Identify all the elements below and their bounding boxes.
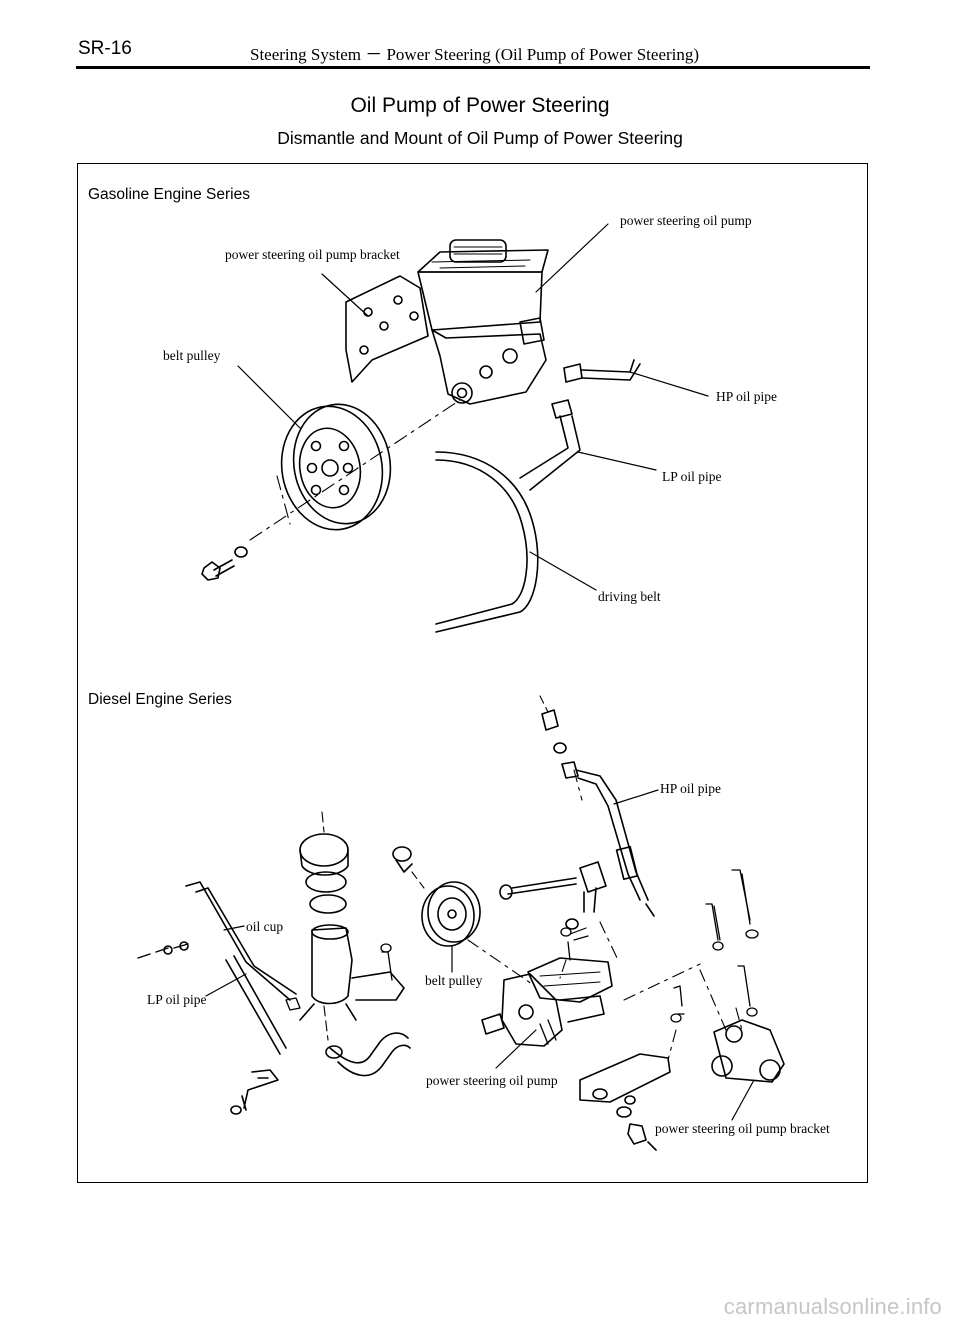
diesel-small-parts [285, 927, 572, 1011]
page-code: SR-16 [78, 38, 132, 59]
gasoline-assembly-centerlines [249, 399, 461, 541]
diesel-leader-lines [205, 789, 755, 1121]
gasoline-pump-bracket [345, 275, 429, 383]
gasoline-lp-pipe-callout: LP oil pipe [662, 469, 722, 484]
gasoline-belt-callout: driving belt [598, 589, 661, 604]
diesel-lp-oil-pipe [137, 881, 297, 1115]
diesel-assembly-centerlines [467, 769, 743, 1061]
diesel-lp-pipe-callout: LP oil pipe [147, 992, 207, 1007]
diesel-section-label: Diesel Engine Series [88, 691, 232, 708]
gasoline-pump-callout: power steering oil pump [620, 213, 752, 228]
diesel-pump-bracket [579, 1019, 785, 1103]
gasoline-driving-belt [435, 451, 539, 633]
diesel-bracket-bolt-lower [616, 1095, 657, 1151]
gasoline-pulley-bolt [201, 546, 248, 581]
diesel-bolt-bracket-upper [499, 861, 607, 913]
header-title: Steering System － Power Steering (Oil Pu… [250, 45, 700, 64]
diesel-hp-oil-pipe [539, 695, 655, 917]
watermark: carmanualsonline.info [723, 1294, 942, 1319]
diesel-bracket-callout: power steering oil pump bracket [655, 1121, 830, 1136]
gasoline-belt-pulley [280, 403, 392, 531]
gasoline-pulley-callout: belt pulley [163, 348, 221, 363]
diesel-pulley-callout: belt pulley [425, 973, 483, 988]
gasoline-hp-pipe-callout: HP oil pipe [716, 389, 778, 404]
diesel-lp-hose [325, 1032, 411, 1077]
diesel-oil-cup-callout: oil cup [246, 919, 284, 934]
page-title: Oil Pump of Power Steering [350, 94, 610, 117]
diesel-bolts-right [670, 869, 759, 1023]
gasoline-section-label: Gasoline Engine Series [88, 186, 250, 203]
diesel-pump-callout: power steering oil pump [426, 1073, 558, 1088]
header-rule [76, 66, 870, 69]
diesel-hp-pipe-callout: HP oil pipe [660, 781, 722, 796]
gasoline-bracket-callout: power steering oil pump bracket [225, 247, 400, 262]
page-subtitle: Dismantle and Mount of Oil Pump of Power… [277, 128, 683, 148]
diesel-oil-cup [299, 811, 405, 1041]
gasoline-pump-assembly [417, 239, 549, 405]
figure-frame [77, 163, 868, 1183]
diesel-belt-pulley [392, 846, 481, 947]
gasoline-lp-oil-pipe [519, 399, 581, 491]
gasoline-hp-oil-pipe [563, 359, 641, 383]
gasoline-leader-lines [237, 223, 709, 591]
diesel-pump-assembly [481, 918, 613, 1047]
